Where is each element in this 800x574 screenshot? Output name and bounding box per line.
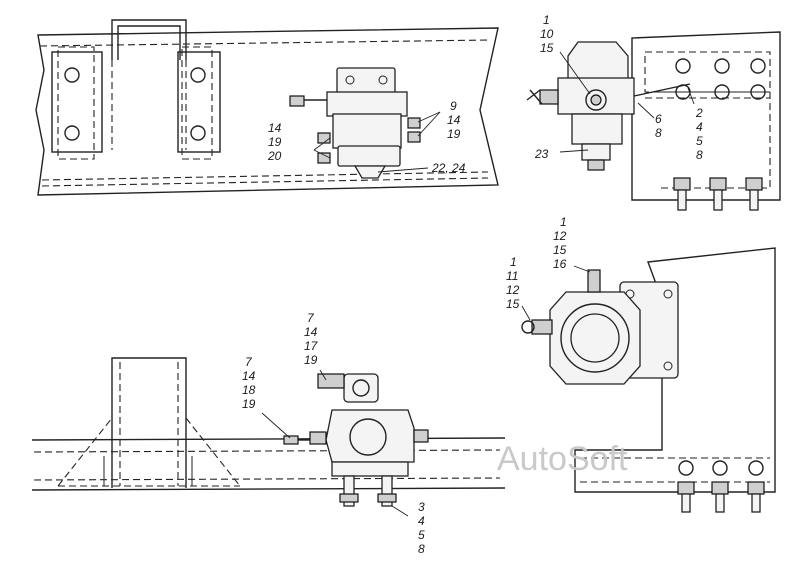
callout-label: 19: [447, 127, 461, 141]
crossmember-top-right: [631, 31, 781, 201]
callout-label: 7: [245, 355, 253, 369]
callout-label: 9: [450, 99, 457, 113]
view-top-left: 9 14 19 14 19 20 22, 24: [35, 19, 499, 196]
callout-leaders-bottom-right: [521, 265, 591, 321]
callout-label: 6: [655, 112, 662, 126]
callout-label: 17: [304, 339, 319, 353]
callout-label: 12: [553, 229, 567, 243]
callout-label: 14: [447, 113, 461, 127]
callout-label: 8: [655, 126, 662, 140]
callout-label: 18: [242, 383, 256, 397]
mounting-post: [57, 357, 241, 488]
callout-label: 1: [543, 13, 550, 27]
brake-valve-top-left: [289, 67, 421, 179]
callout-label: 15: [553, 243, 567, 257]
callout-label: 10: [540, 27, 554, 41]
frame-rail-bottom-left: [31, 437, 506, 491]
callout-label: 4: [418, 514, 425, 528]
callout-label: 4: [696, 120, 703, 134]
bolts-top-right: [673, 177, 763, 211]
callout-leaders-top-left: [313, 111, 441, 173]
brake-valve-top-right: [526, 41, 691, 171]
callout-label: 19: [242, 397, 256, 411]
callout-label: 20: [267, 149, 282, 163]
callout-label: 15: [540, 41, 554, 55]
callout-label: 14: [304, 325, 318, 339]
mounting-bracket: [51, 19, 221, 160]
brake-valve-bottom-left: [283, 373, 429, 507]
callout-label: 12: [506, 283, 520, 297]
callout-leaders-bottom-left: [261, 369, 409, 517]
view-bottom-left: 7 14 17 19 7 14 18 19 3 4 5 8: [31, 311, 506, 556]
callout-label: 1: [510, 255, 517, 269]
brake-valve-bottom-right: [521, 269, 679, 385]
callout-label: 14: [268, 121, 282, 135]
callout-label: 8: [696, 148, 703, 162]
callout-label: 7: [307, 311, 315, 325]
callout-label: 19: [304, 353, 318, 367]
callout-label: 16: [553, 257, 567, 271]
callout-label: 3: [418, 500, 425, 514]
callout-label: 2: [695, 106, 703, 120]
watermark: AutoSoft: [497, 440, 628, 478]
callout-leaders-top-right: [559, 51, 695, 153]
frame-rail-top-left: [35, 27, 499, 196]
callout-label: 8: [418, 542, 425, 556]
callout-label: 5: [696, 134, 703, 148]
callout-label: 22, 24: [431, 161, 466, 175]
view-bottom-right: 1 12 15 16 1 11 12 15: [506, 215, 776, 513]
callout-label: 15: [506, 297, 520, 311]
callout-label: 19: [268, 135, 282, 149]
view-top-right: 1 10 15 23 6 8 2 4 5 8: [526, 13, 781, 211]
callout-label: 14: [242, 369, 256, 383]
callout-label: 23: [534, 147, 549, 161]
callout-label: 1: [560, 215, 567, 229]
callout-label: 11: [506, 269, 518, 283]
callout-label: 5: [418, 528, 425, 542]
